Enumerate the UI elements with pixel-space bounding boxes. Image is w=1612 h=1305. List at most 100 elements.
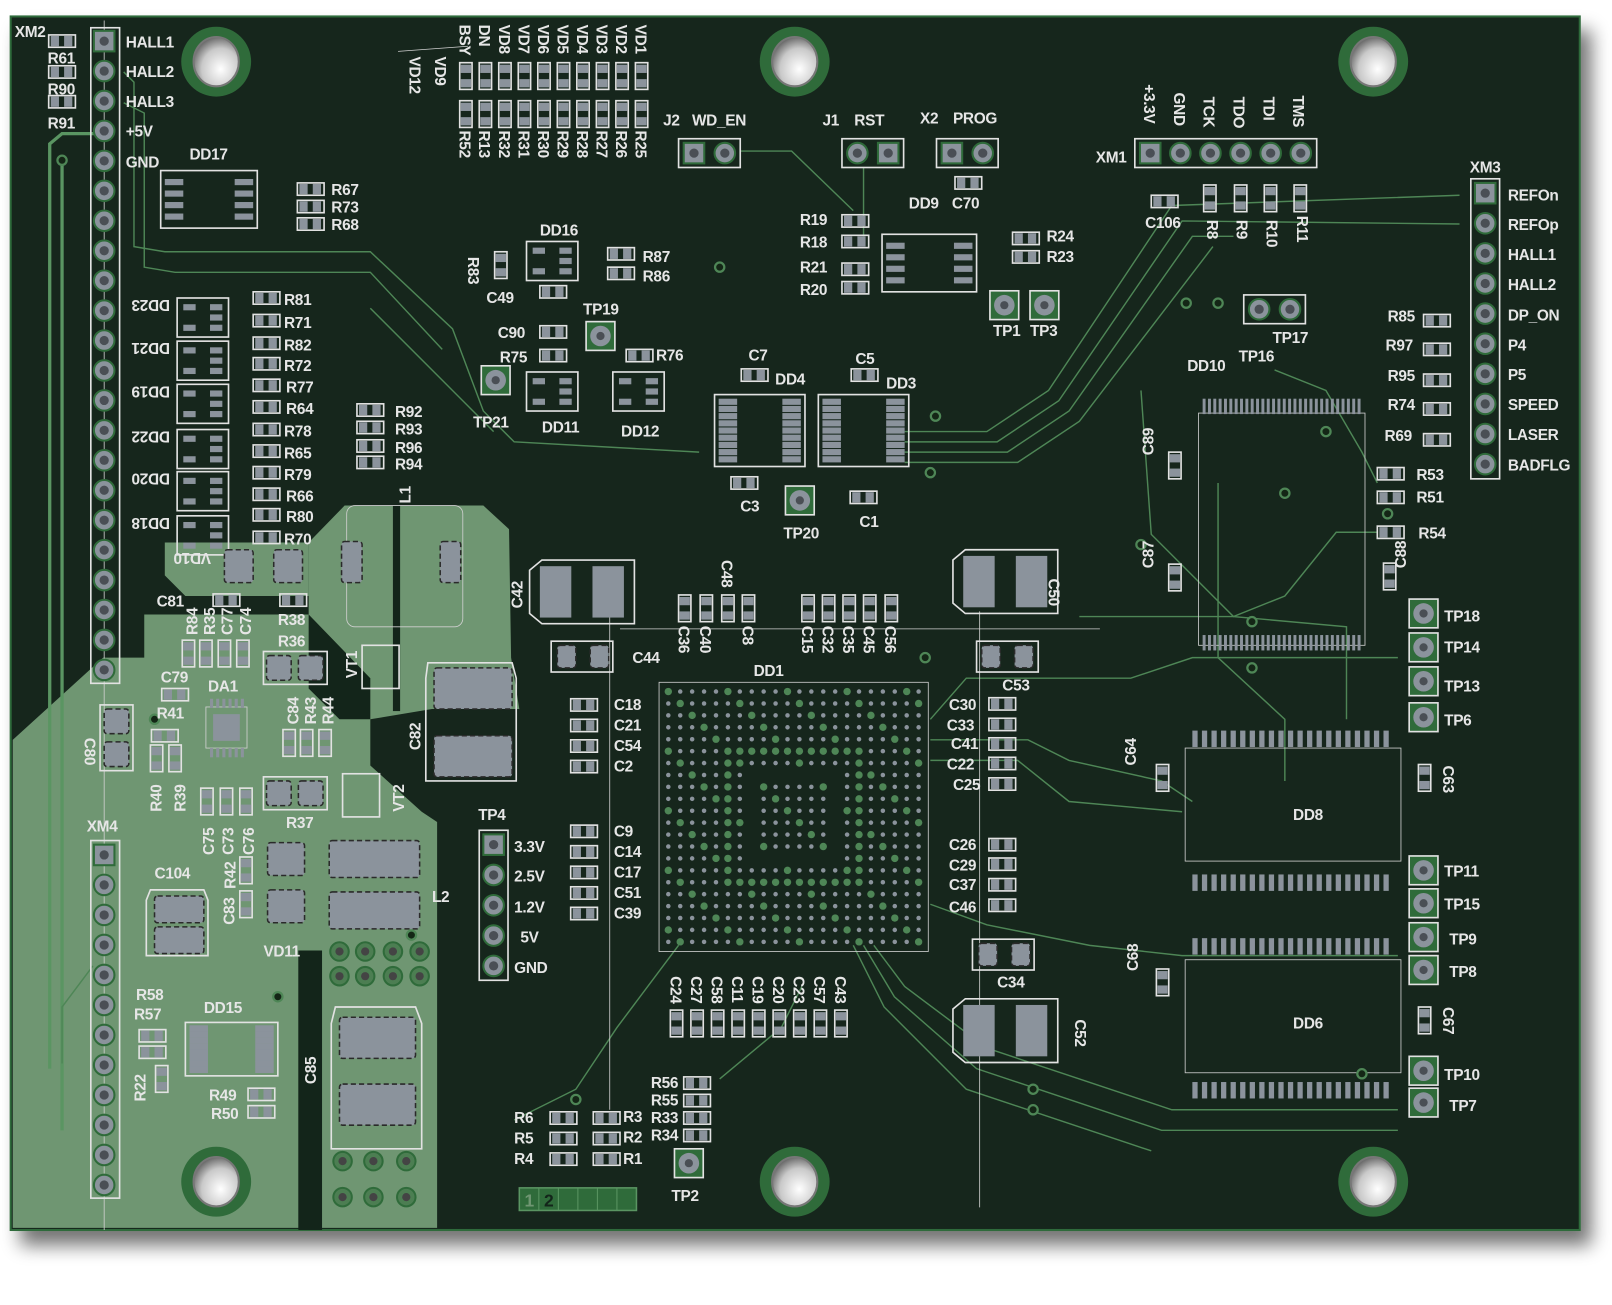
silkscreen-label-c57: C57 (810, 976, 827, 1003)
bga-ball (677, 748, 683, 754)
footprint-outline (682, 1076, 712, 1091)
footprint-outline (252, 336, 281, 351)
tp-drill (1419, 1098, 1428, 1107)
silkscreen-label-bsy: BSY (456, 25, 473, 57)
decoupling-cap (731, 1009, 746, 1038)
via-drill (388, 972, 398, 981)
pad (1169, 580, 1181, 589)
bga-ball (737, 796, 743, 802)
bga-ball (832, 725, 838, 730)
ic-pad (164, 190, 184, 197)
test-point[interactable] (1408, 921, 1439, 953)
bga-ball (916, 772, 921, 778)
bga-ball (821, 701, 826, 706)
bga-ball (737, 891, 743, 897)
c82-pad (433, 734, 513, 778)
tp1-test-point[interactable] (989, 289, 1020, 321)
decoupling-cap (569, 739, 599, 753)
layer-2-label[interactable]: 2 (544, 1190, 554, 1210)
bga-ball (809, 903, 814, 909)
footprint-outline (682, 1128, 712, 1143)
silkscreen-label-tp14: TP14 (1444, 640, 1480, 657)
test-point[interactable] (1408, 1087, 1439, 1118)
bga-ball (749, 760, 755, 766)
xm4-pin (92, 1083, 116, 1107)
bga-ball (713, 880, 719, 885)
bga-ball (868, 915, 874, 921)
ic-pad (255, 1066, 274, 1073)
footprint-outline (792, 1009, 807, 1038)
silkscreen-label-vd8: VD8 (495, 25, 512, 55)
ic-pad (189, 1025, 208, 1032)
smd-resistor (212, 593, 241, 608)
pad (519, 79, 530, 88)
ic-pad (718, 441, 738, 449)
pad (495, 253, 506, 263)
test-point[interactable] (1408, 888, 1439, 919)
test-point[interactable] (1408, 632, 1439, 663)
pin-drill (99, 850, 109, 860)
silkscreen-label-r78: R78 (284, 424, 312, 441)
ic-pad (210, 304, 223, 311)
vd11-pad (266, 841, 306, 877)
bga-ball (892, 808, 898, 814)
via-drill (338, 1157, 347, 1166)
pad (1392, 468, 1401, 479)
led-resistor (595, 61, 610, 91)
bga-ball (700, 783, 708, 791)
test-point[interactable] (1408, 954, 1439, 986)
decoupling-cap (988, 696, 1017, 711)
bga-ball (916, 891, 921, 897)
tp2-test-point[interactable] (673, 1147, 705, 1179)
silkscreen-label-c44: C44 (632, 650, 660, 667)
ic-pin (1201, 938, 1208, 955)
silkscreen-label-r29: R29 (553, 131, 570, 158)
pin-drill (99, 425, 109, 435)
bga-ball (892, 772, 898, 778)
ic-pin (1304, 635, 1308, 651)
silkscreen-label-r53: R53 (1416, 467, 1444, 484)
xm3-pin (1473, 181, 1497, 205)
footprint-outline (1422, 313, 1452, 328)
silkscreen-label-tp6: TP6 (1444, 712, 1472, 729)
test-point[interactable] (1408, 855, 1439, 886)
pad (636, 117, 647, 126)
bga-ball (879, 842, 887, 851)
bga-ball (867, 890, 875, 898)
pad (866, 369, 875, 381)
led-resistor (556, 61, 571, 91)
pad (1153, 196, 1162, 207)
pad (636, 79, 647, 88)
dd10-pins-bottom (1202, 635, 1361, 651)
tp3-test-point[interactable] (1029, 289, 1060, 321)
xm2-pin (92, 59, 116, 83)
led-resistor (634, 99, 649, 129)
ic-pin (1192, 730, 1198, 748)
bga-ball (892, 820, 898, 825)
footprint-outline (150, 728, 179, 743)
bga-ball (773, 891, 778, 897)
footprint-outline (1422, 401, 1452, 416)
bga-ball (797, 927, 802, 933)
layer-1-label[interactable]: 1 (524, 1190, 534, 1210)
bga-ball (868, 689, 874, 694)
tp19-test-point[interactable] (585, 320, 616, 352)
silkscreen-label-r67: R67 (331, 182, 358, 199)
silkscreen-label-c76: C76 (241, 827, 258, 855)
test-point[interactable] (1408, 598, 1439, 629)
dd-sot-ic (176, 470, 230, 512)
pad (359, 404, 368, 416)
smd-resistor (841, 262, 870, 277)
test-point[interactable] (1408, 1055, 1439, 1086)
test-point[interactable] (1408, 702, 1439, 733)
pad (541, 326, 551, 338)
test-point[interactable] (1408, 666, 1439, 697)
silkscreen-label-c50: C50 (1045, 579, 1062, 606)
pad (990, 758, 1000, 769)
bga-ball (666, 772, 671, 778)
tp21-test-point[interactable] (480, 364, 511, 396)
silkscreen-label-dd6: DD6 (1293, 1016, 1324, 1033)
bga-ball (666, 784, 671, 790)
tp20-test-point[interactable] (784, 485, 816, 516)
led-resistor (458, 61, 473, 91)
